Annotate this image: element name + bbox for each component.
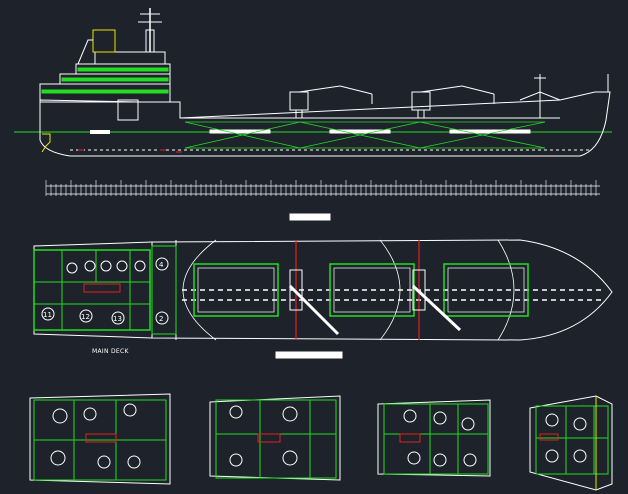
hatch-3 [443,263,529,317]
deck-hull-outline [33,239,613,341]
room-number-11: 11 [43,311,52,319]
room-number-13: 13 [113,315,122,323]
hatch-2 [329,263,415,317]
crane-2 [411,85,495,118]
hull-red-marks [78,149,182,153]
main-deck-plan [33,213,613,359]
side-elevation [14,8,612,157]
bridge-deck [92,29,116,53]
main-deck-label: MAIN DECK [92,348,129,355]
hold-bracing [184,121,546,149]
window-band [41,67,169,94]
hatch-cover-1 [209,129,271,134]
hatch-cover-2 [329,129,391,134]
hull-profile [39,91,611,157]
room-number-2: 2 [159,315,163,323]
fore-mast [519,74,561,118]
upper-deck-plan-3 [377,399,491,477]
frame-scale-bar [46,185,600,195]
crane-1 [289,85,373,118]
room-number-4: 4 [159,261,164,269]
accommodation-plan [33,249,151,331]
upper-deck-plan-1 [29,393,171,485]
stern-ladder [41,133,51,153]
funnel [117,99,139,121]
frame-scale-ticks [45,180,597,196]
hatch-cover-3 [449,129,531,134]
room-number-12: 12 [81,313,90,321]
upper-deck-plan-4 [529,395,613,491]
upper-deck-plan-2 [209,395,341,481]
crane-slew-arc [182,239,217,341]
hatch-1 [193,263,279,317]
